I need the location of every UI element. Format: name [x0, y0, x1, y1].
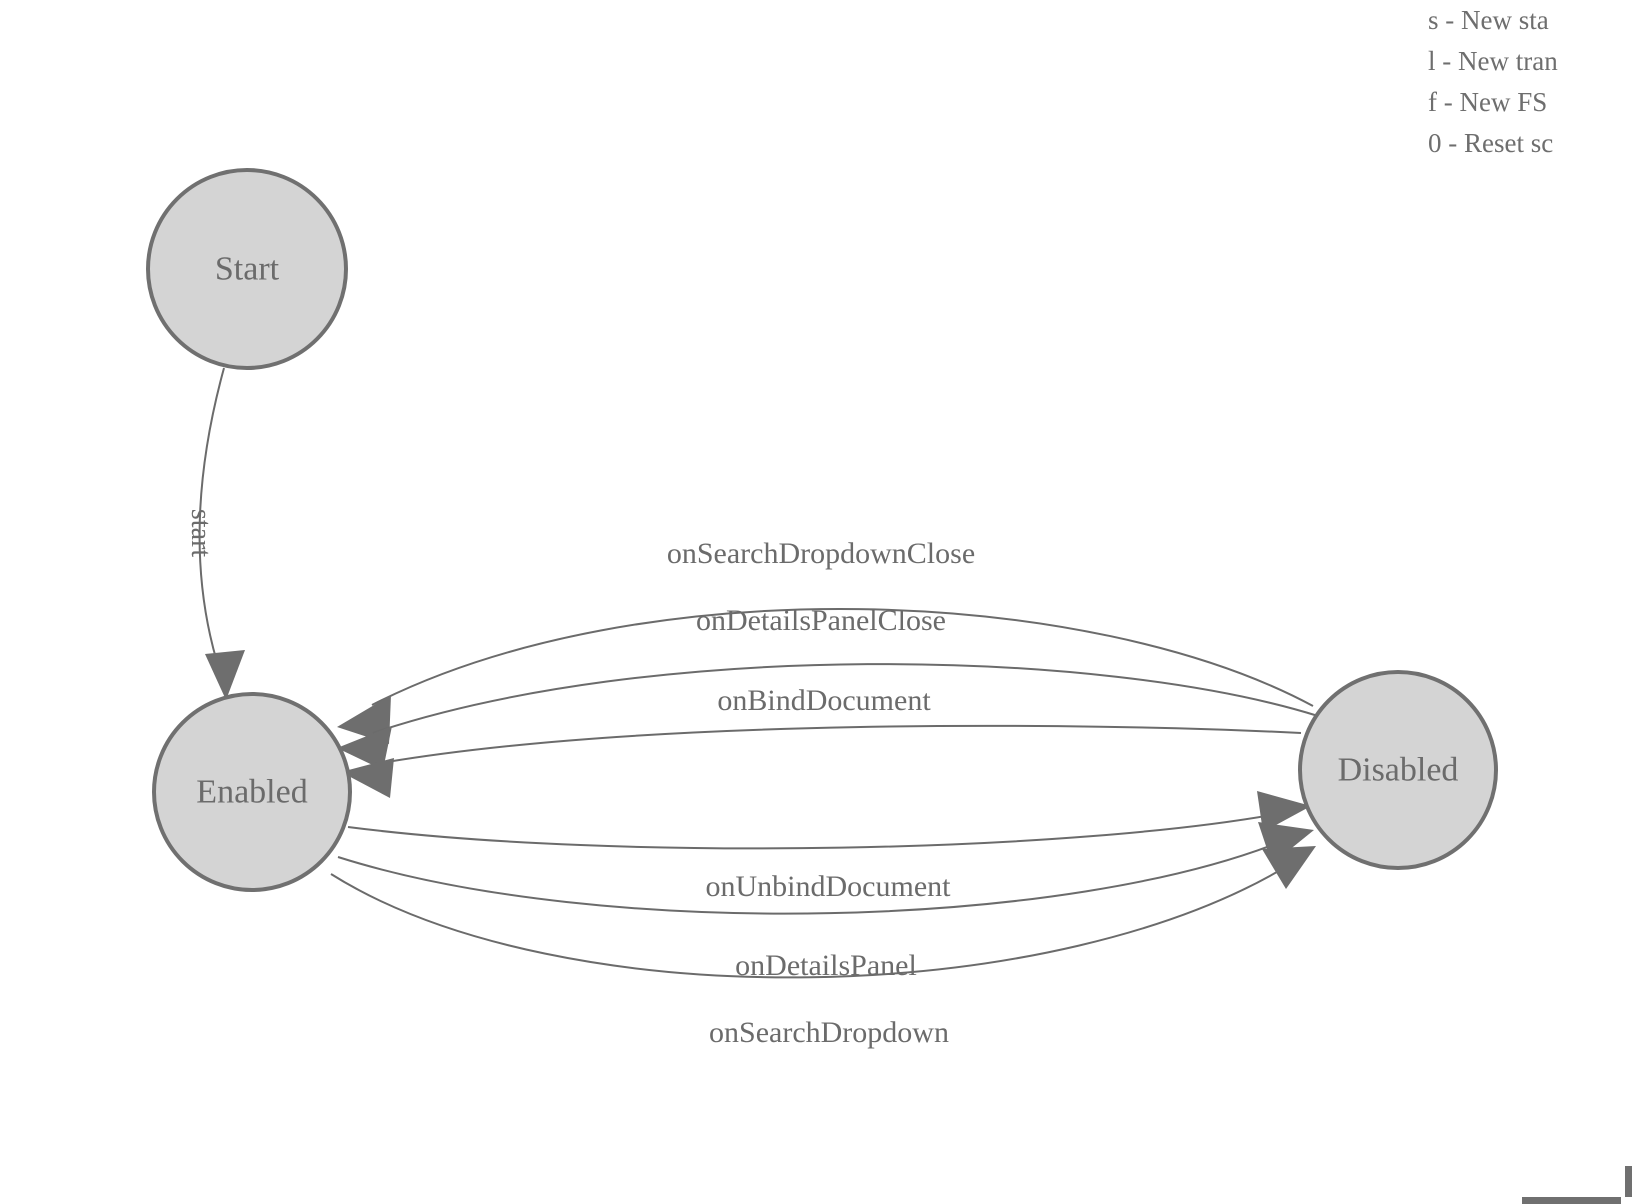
transition-on-details-panel-close-line — [372, 663, 1319, 734]
state-node-start-circle[interactable] — [146, 168, 348, 370]
transition-start-arrowhead — [205, 650, 245, 700]
vertical-scrollbar-thumb[interactable] — [1625, 1166, 1632, 1197]
transition-on-search-dropdown-label: onSearchDropdown — [709, 1016, 949, 1049]
transition-on-details-panel-close-arrowhead — [337, 726, 392, 770]
transition-start-line — [198, 367, 225, 663]
transition-on-details-panel-close-label: onDetailsPanelClose — [696, 604, 946, 637]
transition-on-bind-document-line — [374, 724, 1302, 765]
state-node-start-label: Start — [215, 251, 280, 288]
transition-on-unbind-document-label: onUnbindDocument — [706, 870, 952, 903]
transition-on-bind-document[interactable] — [341, 724, 1302, 798]
transition-on-search-dropdown[interactable] — [330, 846, 1316, 979]
transition-on-bind-document-label: onBindDocument — [717, 684, 931, 717]
transition-on-unbind-document[interactable] — [347, 791, 1311, 850]
transition-on-search-dropdown-arrowhead — [1262, 846, 1316, 889]
transition-on-search-dropdown-line — [330, 859, 1298, 979]
keyboard-help-line-reset: 0 - Reset sc — [1428, 128, 1554, 158]
horizontal-scrollbar-thumb[interactable] — [1522, 1197, 1621, 1204]
edge-layer — [198, 367, 1319, 979]
state-node-start[interactable]: Start — [146, 168, 348, 370]
transition-on-unbind-document-line — [347, 811, 1289, 850]
state-node-enabled-circle[interactable] — [152, 692, 352, 892]
transition-on-unbind-document-arrowhead — [1257, 791, 1311, 832]
state-node-disabled-circle[interactable] — [1298, 670, 1498, 870]
state-node-enabled-label: Enabled — [196, 774, 307, 811]
transition-on-details-panel-label: onDetailsPanel — [735, 949, 917, 982]
keyboard-help-line-new-transition: l - New tran — [1428, 46, 1558, 76]
transition-start[interactable] — [198, 367, 245, 700]
state-node-disabled[interactable]: Disabled — [1298, 670, 1498, 870]
transition-on-bind-document-arrowhead — [341, 758, 394, 798]
state-node-enabled[interactable]: Enabled — [152, 692, 352, 892]
transition-on-search-dropdown-close-label: onSearchDropdownClose — [667, 537, 975, 570]
edge-label-layer: start onSearchDropdownClose onDetailsPan… — [185, 509, 975, 1049]
state-node-disabled-label: Disabled — [1338, 752, 1459, 789]
node-layer: Start Enabled Disabled — [146, 168, 1498, 892]
transition-on-details-panel-line — [337, 837, 1291, 915]
transition-on-search-dropdown-close-line — [371, 608, 1314, 707]
transition-start-label: start — [185, 509, 216, 557]
keyboard-help-line-new-state: s - New sta — [1428, 5, 1549, 35]
keyboard-help-overlay: s - New sta l - New tran f - New FS 0 - … — [1428, 0, 1632, 164]
keyboard-help-line-new-fsm: f - New FS — [1428, 87, 1548, 117]
transition-on-details-panel-close[interactable] — [337, 663, 1319, 770]
